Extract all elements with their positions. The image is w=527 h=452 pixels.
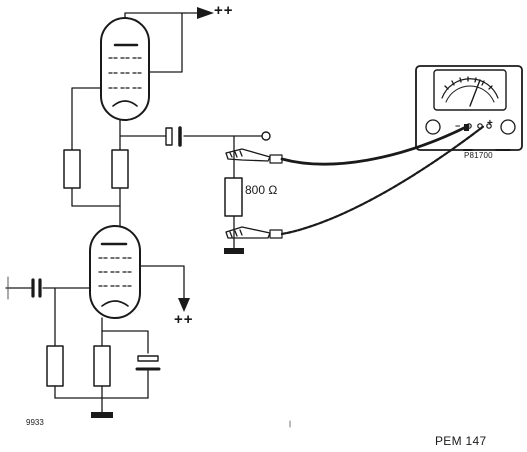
coupling-capacitor — [165, 126, 182, 147]
upper-tube — [100, 17, 150, 121]
input-capacitor — [31, 278, 42, 298]
upper-lead-plug — [464, 124, 469, 131]
output-terminal — [261, 131, 271, 141]
document-code: PEM 147 — [435, 434, 487, 448]
meter-model-label: P81700 — [464, 151, 493, 160]
resistor-value-label: 800 Ω — [245, 183, 278, 197]
ground-symbol-cathode — [91, 412, 113, 418]
lower-tube — [89, 225, 141, 319]
multimeter — [415, 65, 523, 151]
lower-tube-wiring — [5, 265, 185, 413]
supply-arrow-bottom — [178, 298, 190, 312]
test-lead-lower — [280, 124, 486, 236]
ground-symbol-load — [224, 248, 244, 254]
electrolytic-capacitor — [135, 355, 161, 371]
resistor-grid-leak — [46, 345, 64, 387]
meter-minus-label: − — [455, 121, 461, 131]
upper-tube-wiring — [71, 12, 263, 227]
supply-voltage-label-bottom: ++ — [174, 311, 194, 328]
alligator-clip-upper — [225, 148, 283, 164]
resistor-cathode — [93, 345, 111, 387]
meter-plus-label: + — [487, 118, 493, 129]
supply-voltage-label-top: ++ — [214, 2, 234, 19]
resistor-upper-right — [111, 149, 129, 189]
figure-number: 9933 — [26, 418, 44, 427]
resistor-800-ohm — [224, 177, 243, 217]
supply-arrow-top — [197, 7, 214, 19]
test-lead-upper — [280, 124, 470, 166]
resistor-upper-left — [63, 149, 81, 189]
